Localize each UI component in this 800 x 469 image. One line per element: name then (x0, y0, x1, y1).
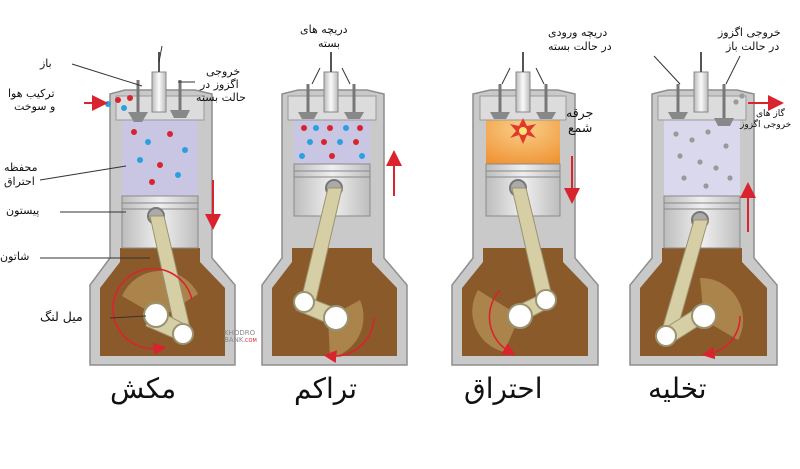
label-exhaust-gas-2: خروجی اگزوز (740, 120, 792, 130)
spark-flash (510, 118, 536, 144)
crankshaft-center (143, 302, 169, 328)
watermark-line1: KHODRO (224, 329, 256, 337)
rotation-arrow (701, 315, 741, 360)
watermark-line2: BANK.COM (224, 336, 257, 344)
engine-intake (39, 45, 236, 366)
intake-valve-head (128, 112, 148, 122)
label-conrod: شاتون (0, 250, 30, 263)
label-exhaust-closed-2: اگزوز در (200, 78, 239, 91)
label-air-fuel-1: ترکیب هوا (8, 87, 55, 100)
crankshaft-center (691, 303, 717, 329)
label-inlet-closed-2: در حالت بسته (548, 40, 612, 53)
label-exhaust-gas-1: گاز های (756, 109, 785, 119)
label-exhaust-closed-1: خروجی (206, 65, 241, 78)
crank-pin (172, 323, 194, 345)
label-crankshaft: میل لنگ (40, 309, 83, 324)
spark-plug (151, 71, 167, 113)
crank-counterweight (700, 277, 744, 340)
rotation-arrow (112, 267, 193, 356)
label-chamber-2: احتراق (4, 175, 35, 188)
crank-counterweight (472, 290, 520, 352)
label-piston: پیستون (6, 204, 40, 217)
label-spark-1: جرقه (566, 105, 594, 120)
spark-plug (693, 71, 709, 113)
label-inlet-closed-1: دریچه ورودی (548, 26, 608, 39)
crank-pin (535, 289, 557, 311)
crank-pin (655, 325, 677, 347)
crankcase (272, 248, 397, 356)
engine-exhaust (629, 52, 784, 366)
engine-power (451, 52, 599, 366)
label-open: باز (40, 57, 52, 70)
stage-title-compression: تراکم (294, 372, 357, 405)
exhaust-valve-head (170, 110, 190, 118)
crank-pin (293, 291, 315, 313)
combustion-chamber (664, 118, 740, 200)
label-spark-2: شمع (568, 120, 593, 135)
stage-title-exhaust: تخلیه (648, 372, 707, 405)
fuel-particles (299, 125, 365, 159)
label-air-fuel-2: و سوخت (14, 100, 56, 113)
rotation-arrow (488, 289, 516, 356)
crankshaft-center (323, 305, 349, 331)
stage-title-power: احتراق (464, 372, 543, 405)
label-valves-closed-1: دریچه های (300, 23, 348, 36)
label-valves-closed-2: بسته (318, 37, 341, 50)
spark-plug (515, 71, 531, 113)
rotation-arrow (323, 317, 375, 364)
exhaust-gas-particles (673, 93, 745, 189)
stage-title-intake: مکش (110, 372, 177, 405)
label-exhaust-open-2: در حالت باز (726, 40, 780, 53)
label-exhaust-open-1: خروجی اگزوز (718, 26, 781, 39)
fuel-particles (105, 95, 188, 185)
crankshaft-center (507, 303, 533, 329)
engine-compression (261, 52, 408, 366)
label-chamber-1: محفظه (4, 161, 38, 174)
spark-plug (323, 71, 339, 113)
watermark-logo: KHODRO BANK.COM (224, 330, 257, 344)
label-exhaust-closed-3: حالت بسته (196, 91, 246, 104)
